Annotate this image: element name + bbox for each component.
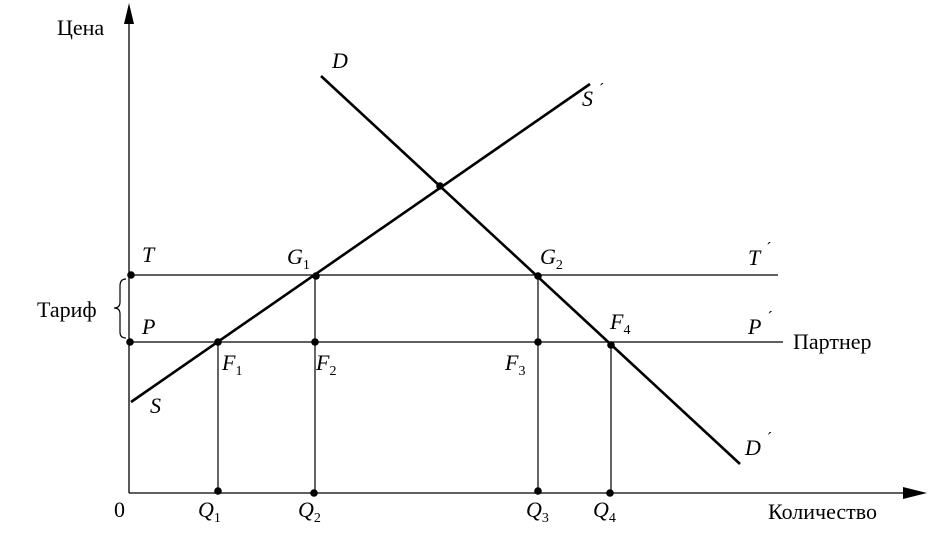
supply-label-bottom: S xyxy=(150,393,161,418)
tariff-line-label-left: T xyxy=(142,242,156,267)
q4-label: Q4 xyxy=(593,497,616,526)
q3-label: Q3 xyxy=(526,497,549,526)
origin-label: 0 xyxy=(114,497,125,522)
y-axis-label: Цена xyxy=(57,15,104,40)
supply-label-top: S´ xyxy=(582,81,604,111)
point-equilibrium xyxy=(436,182,444,190)
demand-label-bottom: D´ xyxy=(744,430,772,460)
x-axis-label: Количество xyxy=(768,499,877,524)
point-f3 xyxy=(534,338,542,346)
demand-label-top: D xyxy=(331,48,348,73)
f2-label: F2 xyxy=(315,350,336,379)
partner-line-label-right: P´ xyxy=(747,309,773,339)
point-q1 xyxy=(214,487,222,495)
q1-label: Q1 xyxy=(198,497,221,526)
point-q2 xyxy=(310,489,318,497)
point-g1 xyxy=(312,272,320,280)
tariff-brace xyxy=(113,278,127,339)
tariff-line-label-right: T´ xyxy=(748,240,772,270)
demand-line xyxy=(320,75,741,465)
q2-label: Q2 xyxy=(298,497,321,526)
y-axis-arrow xyxy=(124,3,134,24)
tariff-label: Тариф xyxy=(37,297,97,322)
g1-label: G1 xyxy=(287,244,310,273)
g2-label: G2 xyxy=(540,244,563,273)
f1-label: F1 xyxy=(221,350,242,379)
f4-label: F4 xyxy=(609,309,630,338)
partner-label: Партнер xyxy=(793,329,872,354)
x-axis-arrow xyxy=(903,487,927,499)
point-q3 xyxy=(534,487,542,495)
point-f2 xyxy=(311,338,319,346)
f3-label: F3 xyxy=(504,350,525,379)
point-f4 xyxy=(607,341,615,349)
supply-line xyxy=(130,82,591,404)
point-f1 xyxy=(214,338,222,346)
point-t xyxy=(127,271,135,279)
point-p xyxy=(126,338,134,346)
point-g2 xyxy=(534,272,542,280)
partner-line-label-left: P xyxy=(141,314,155,339)
point-q4 xyxy=(606,489,614,497)
